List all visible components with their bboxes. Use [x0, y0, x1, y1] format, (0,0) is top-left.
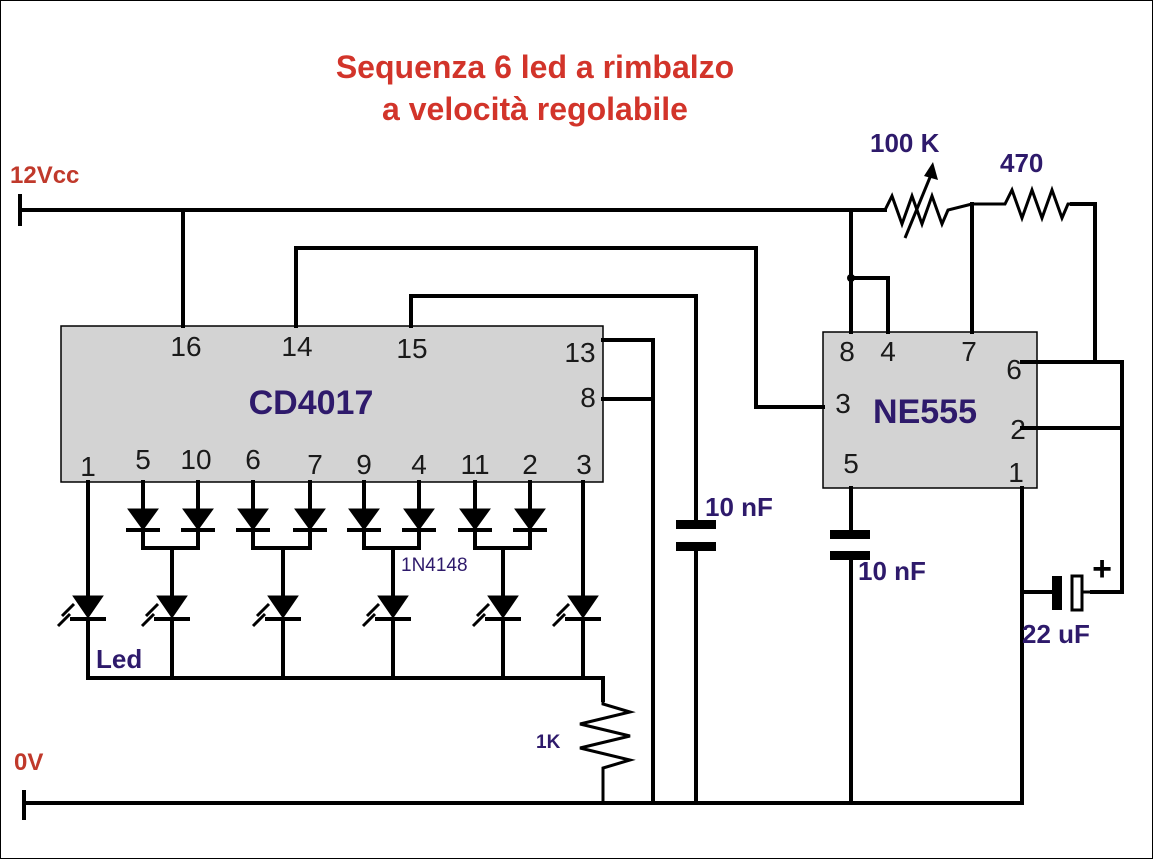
pin-label: 4 [411, 449, 427, 480]
led-6 [551, 595, 601, 680]
pin-label: 14 [281, 331, 312, 362]
resistor-470-label: 470 [1000, 148, 1043, 178]
led-2 [140, 595, 190, 680]
pin-label: 3 [835, 388, 851, 419]
pin-label: 7 [307, 449, 323, 480]
diode-network [56, 480, 605, 702]
pin-label: 16 [170, 331, 201, 362]
cd4017-wires [181, 208, 825, 805]
pin-label: 6 [1006, 354, 1022, 385]
diode-pair-4 [458, 480, 547, 597]
diode-pair-2 [236, 480, 327, 597]
pin-label: 5 [135, 444, 151, 475]
pin-label: 6 [245, 444, 261, 475]
cd4017-pin-numbers: 16 14 15 13 8 1 5 10 6 7 9 4 11 2 3 [80, 331, 596, 482]
gnd-rail [22, 790, 1024, 820]
pin-label: 10 [180, 444, 211, 475]
cd4017-chip [60, 325, 604, 483]
title-line-2: a velocità regolabile [382, 91, 688, 127]
capacitor-22uf [1052, 574, 1092, 612]
pin-label: 2 [1010, 414, 1026, 445]
cd4017-name: CD4017 [249, 384, 374, 422]
pin-label: 1 [80, 451, 96, 482]
led-5 [471, 595, 521, 680]
gnd-label: 0V [14, 749, 43, 776]
cap1-label: 10 nF [705, 492, 773, 522]
led-4 [361, 595, 411, 680]
pin-label: 1 [1008, 457, 1024, 488]
cap3-label: 22 uF [1022, 619, 1090, 649]
pin-label: 7 [961, 336, 977, 367]
pot-label: 100 K [870, 128, 940, 158]
pin-label: 4 [880, 336, 896, 367]
ne555-chip [822, 331, 1038, 489]
pin-label: 5 [843, 448, 859, 479]
led-3 [251, 595, 301, 680]
pin-label: 9 [356, 449, 372, 480]
pin-label: 13 [564, 337, 595, 368]
diode-part-label: 1N4148 [401, 555, 468, 576]
resistor-1k [579, 700, 636, 803]
vcc-rail [18, 194, 887, 226]
pin-label: 11 [460, 449, 489, 480]
pin-label: 15 [396, 333, 427, 364]
ne555-pin-numbers: 8 4 7 3 5 6 2 1 [835, 336, 1026, 488]
potentiometer-100k [851, 162, 973, 239]
vcc-label: 12Vcc [10, 162, 79, 189]
capacitor-10nf-2 [830, 530, 870, 560]
title-line-1: Sequenza 6 led a rimbalzo [336, 49, 734, 85]
cap2-label: 10 nF [858, 556, 926, 586]
cap-plus-sign: + [1092, 550, 1112, 588]
pin-label: 3 [576, 449, 592, 480]
resistor-1k-label: 1K [536, 732, 561, 753]
diode-pair-3 [347, 480, 436, 597]
pin-label: 8 [839, 336, 855, 367]
led-1 [56, 595, 106, 680]
pin-label: 8 [580, 382, 596, 413]
capacitor-10nf-1 [676, 520, 716, 551]
pin-label: 2 [522, 449, 538, 480]
resistor-470 [972, 185, 1072, 223]
ne555-wires [847, 202, 1124, 805]
led-label: Led [96, 644, 142, 674]
diode-pair-1 [126, 480, 215, 597]
ne555-name: NE555 [873, 393, 977, 431]
